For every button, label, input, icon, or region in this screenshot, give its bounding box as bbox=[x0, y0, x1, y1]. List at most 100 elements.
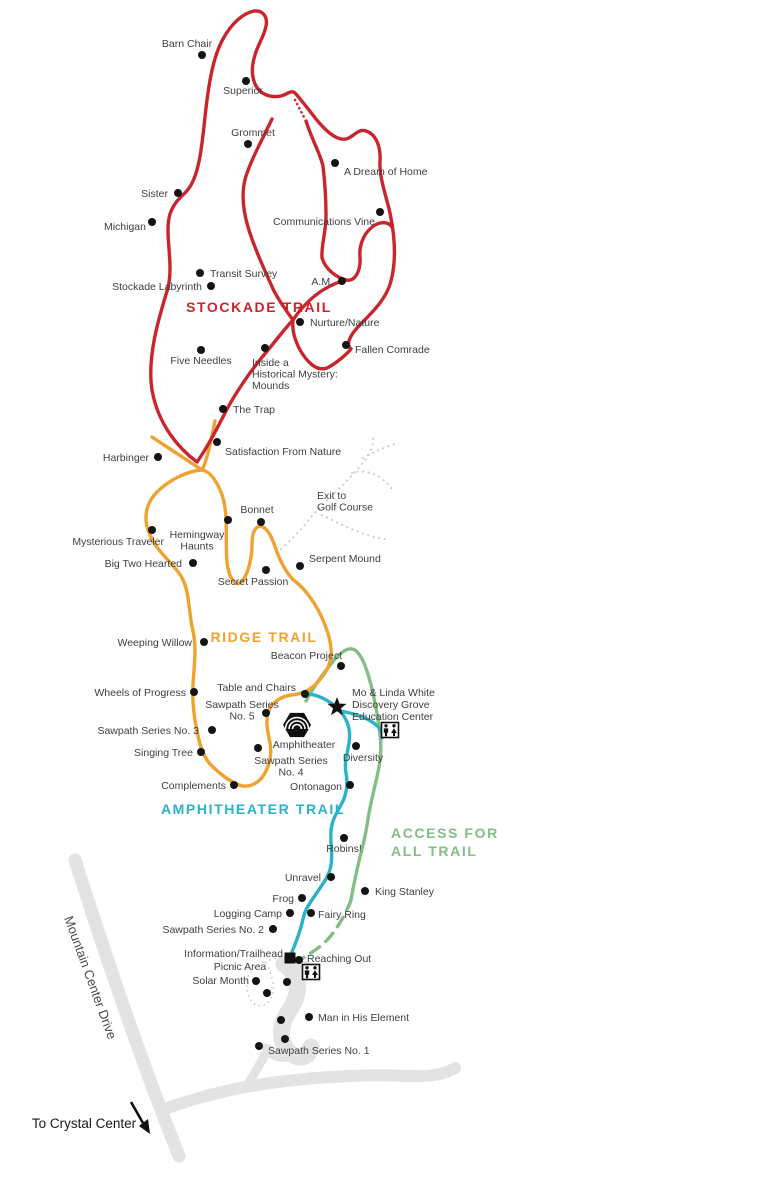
poi: Superior bbox=[223, 77, 263, 97]
poi: Picnic Area bbox=[214, 961, 267, 973]
poi-dot bbox=[230, 781, 238, 789]
poi-dot bbox=[262, 709, 270, 717]
poi: Wheels of Progress bbox=[94, 687, 198, 699]
poi-label: Fallen Comrade bbox=[355, 344, 430, 356]
poi-label: Weeping Willow bbox=[118, 637, 193, 649]
poi-dot bbox=[244, 140, 252, 148]
poi-dot bbox=[352, 742, 360, 750]
poi: Fairy Ring bbox=[307, 909, 366, 921]
poi: Harbinger bbox=[103, 452, 162, 464]
poi: Barn Chair bbox=[162, 38, 213, 59]
poi-dot bbox=[252, 977, 260, 985]
poi: Solar Month bbox=[192, 975, 260, 987]
poi: Satisfaction From Nature bbox=[213, 438, 341, 458]
poi-dot bbox=[154, 453, 162, 461]
poi-dot bbox=[269, 925, 277, 933]
poi-label: Harbinger bbox=[103, 452, 150, 464]
poi-label: Fairy Ring bbox=[318, 909, 366, 921]
to-crystal-center: To Crystal Center bbox=[32, 1101, 150, 1134]
poi-dot bbox=[200, 638, 208, 646]
poi-dot bbox=[255, 1042, 263, 1050]
poi: Mysterious Traveler bbox=[72, 526, 165, 548]
trail-ridge-name-label: RIDGE TRAIL bbox=[210, 629, 317, 645]
poi-dot bbox=[148, 218, 156, 226]
crystal-arrow-head-icon bbox=[139, 1119, 150, 1134]
annotations-layer: To Crystal Center bbox=[32, 1101, 150, 1134]
poi-label: Sawpath Series bbox=[205, 699, 279, 711]
poi-dot bbox=[197, 748, 205, 756]
poi-dot bbox=[261, 344, 269, 352]
poi: Table and Chairs bbox=[217, 682, 309, 698]
poi-label: Logging Camp bbox=[214, 908, 282, 920]
poi: Complements bbox=[161, 780, 238, 792]
poi-label: Mounds bbox=[252, 380, 289, 392]
poi: Sawpath Series No. 2 bbox=[162, 924, 277, 936]
poi: Logging Camp bbox=[214, 908, 294, 920]
crystal-arrow-shaft bbox=[129, 1101, 145, 1124]
poi: A.M. bbox=[311, 276, 346, 288]
trail-stockade-path bbox=[304, 119, 394, 282]
poi: Robins! bbox=[326, 834, 362, 855]
amphitheater-seating-arc bbox=[291, 723, 303, 730]
poi-dot bbox=[298, 894, 306, 902]
poi-dot bbox=[262, 566, 270, 574]
poi-dot bbox=[331, 159, 339, 167]
poi: Sister bbox=[141, 188, 182, 200]
poi: Grommet bbox=[231, 127, 275, 148]
poi-dot bbox=[207, 282, 215, 290]
poi-dot bbox=[301, 690, 309, 698]
poi-label: Golf Course bbox=[317, 502, 373, 514]
poi-dot bbox=[342, 341, 350, 349]
poi-dot bbox=[376, 208, 384, 216]
poi-label: Barn Chair bbox=[162, 38, 213, 50]
poi-dot bbox=[295, 956, 303, 964]
poi: Reaching Out bbox=[295, 953, 371, 965]
poi-dot bbox=[361, 887, 369, 895]
poi: Nurture/Nature bbox=[296, 317, 380, 329]
road bbox=[68, 853, 186, 1163]
restroom-figure bbox=[384, 724, 388, 728]
trail-stockade-path bbox=[241, 117, 295, 322]
road bbox=[261, 1043, 298, 1062]
trail-access-for-all-name-label: ACCESS FOR bbox=[391, 825, 499, 841]
poi-label: Complements bbox=[161, 780, 226, 792]
education-center-star-icon bbox=[327, 697, 347, 716]
roads-layer: Mountain Center Drive bbox=[61, 853, 461, 1163]
poi-label: Robins! bbox=[326, 843, 362, 855]
poi-label: Big Two Hearted bbox=[105, 558, 183, 570]
trail-access-for-all-path bbox=[304, 647, 383, 902]
poi: The Trap bbox=[219, 404, 275, 416]
poi-label: Sister bbox=[141, 188, 168, 200]
restroom-figure bbox=[383, 728, 389, 737]
poi: King Stanley bbox=[361, 886, 435, 898]
poi-dot bbox=[219, 405, 227, 413]
poi-label: Inside a bbox=[252, 357, 289, 369]
poi: Stockade Labyrinth bbox=[112, 281, 215, 293]
poi-label: A Dream of Home bbox=[344, 166, 428, 178]
poi: Beacon Project bbox=[271, 650, 345, 670]
poi-dot bbox=[196, 269, 204, 277]
poi-dot bbox=[296, 562, 304, 570]
poi-label: Picnic Area bbox=[214, 961, 267, 973]
education-center-label: Discovery Grove bbox=[352, 699, 430, 711]
poi: Ontonagon bbox=[290, 781, 354, 793]
picnic-path bbox=[264, 956, 286, 963]
poi: Frog bbox=[272, 893, 306, 905]
poi-dot bbox=[346, 781, 354, 789]
poi-label: Serpent Mound bbox=[309, 553, 381, 565]
poi: Information/Trailhead bbox=[184, 948, 283, 960]
poi-label: No. 4 bbox=[278, 767, 303, 779]
poi: Singing Tree bbox=[134, 747, 205, 759]
amphitheater-label: Amphitheater bbox=[273, 739, 336, 751]
golf-exit-path bbox=[362, 443, 396, 459]
poi: Five Needles bbox=[170, 346, 232, 367]
poi: Sawpath Series No. 1 bbox=[255, 1042, 370, 1057]
poi-label: Transit Survey bbox=[210, 268, 278, 280]
